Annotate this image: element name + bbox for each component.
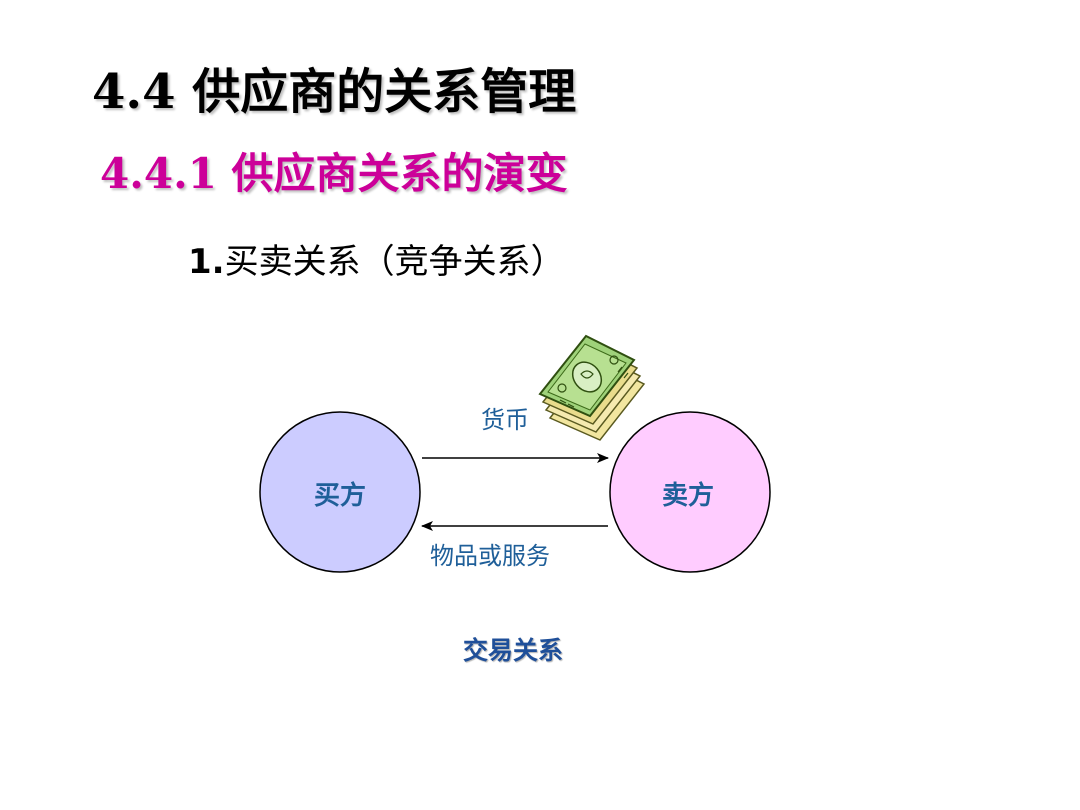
buyer-node	[259, 411, 421, 573]
money-stack-icon	[538, 334, 646, 441]
seller-label: 卖方	[662, 480, 714, 511]
slide-subtitle: 4.4.1 供应商关系的演变	[100, 149, 568, 198]
bullet-point: 1.买卖关系（竞争关系）	[188, 234, 565, 283]
bullet-text: 买卖关系（竞争关系）	[224, 242, 565, 282]
bullet-number: 1.	[188, 242, 225, 282]
money-arrow-label: 货币	[481, 406, 529, 434]
seller-node	[609, 411, 771, 573]
buyer-label: 买方	[314, 480, 366, 511]
slide-title: 4.4 供应商的关系管理	[92, 64, 577, 120]
goods-arrow-label: 物品或服务	[430, 542, 550, 570]
diagram-caption: 交易关系	[463, 636, 563, 665]
